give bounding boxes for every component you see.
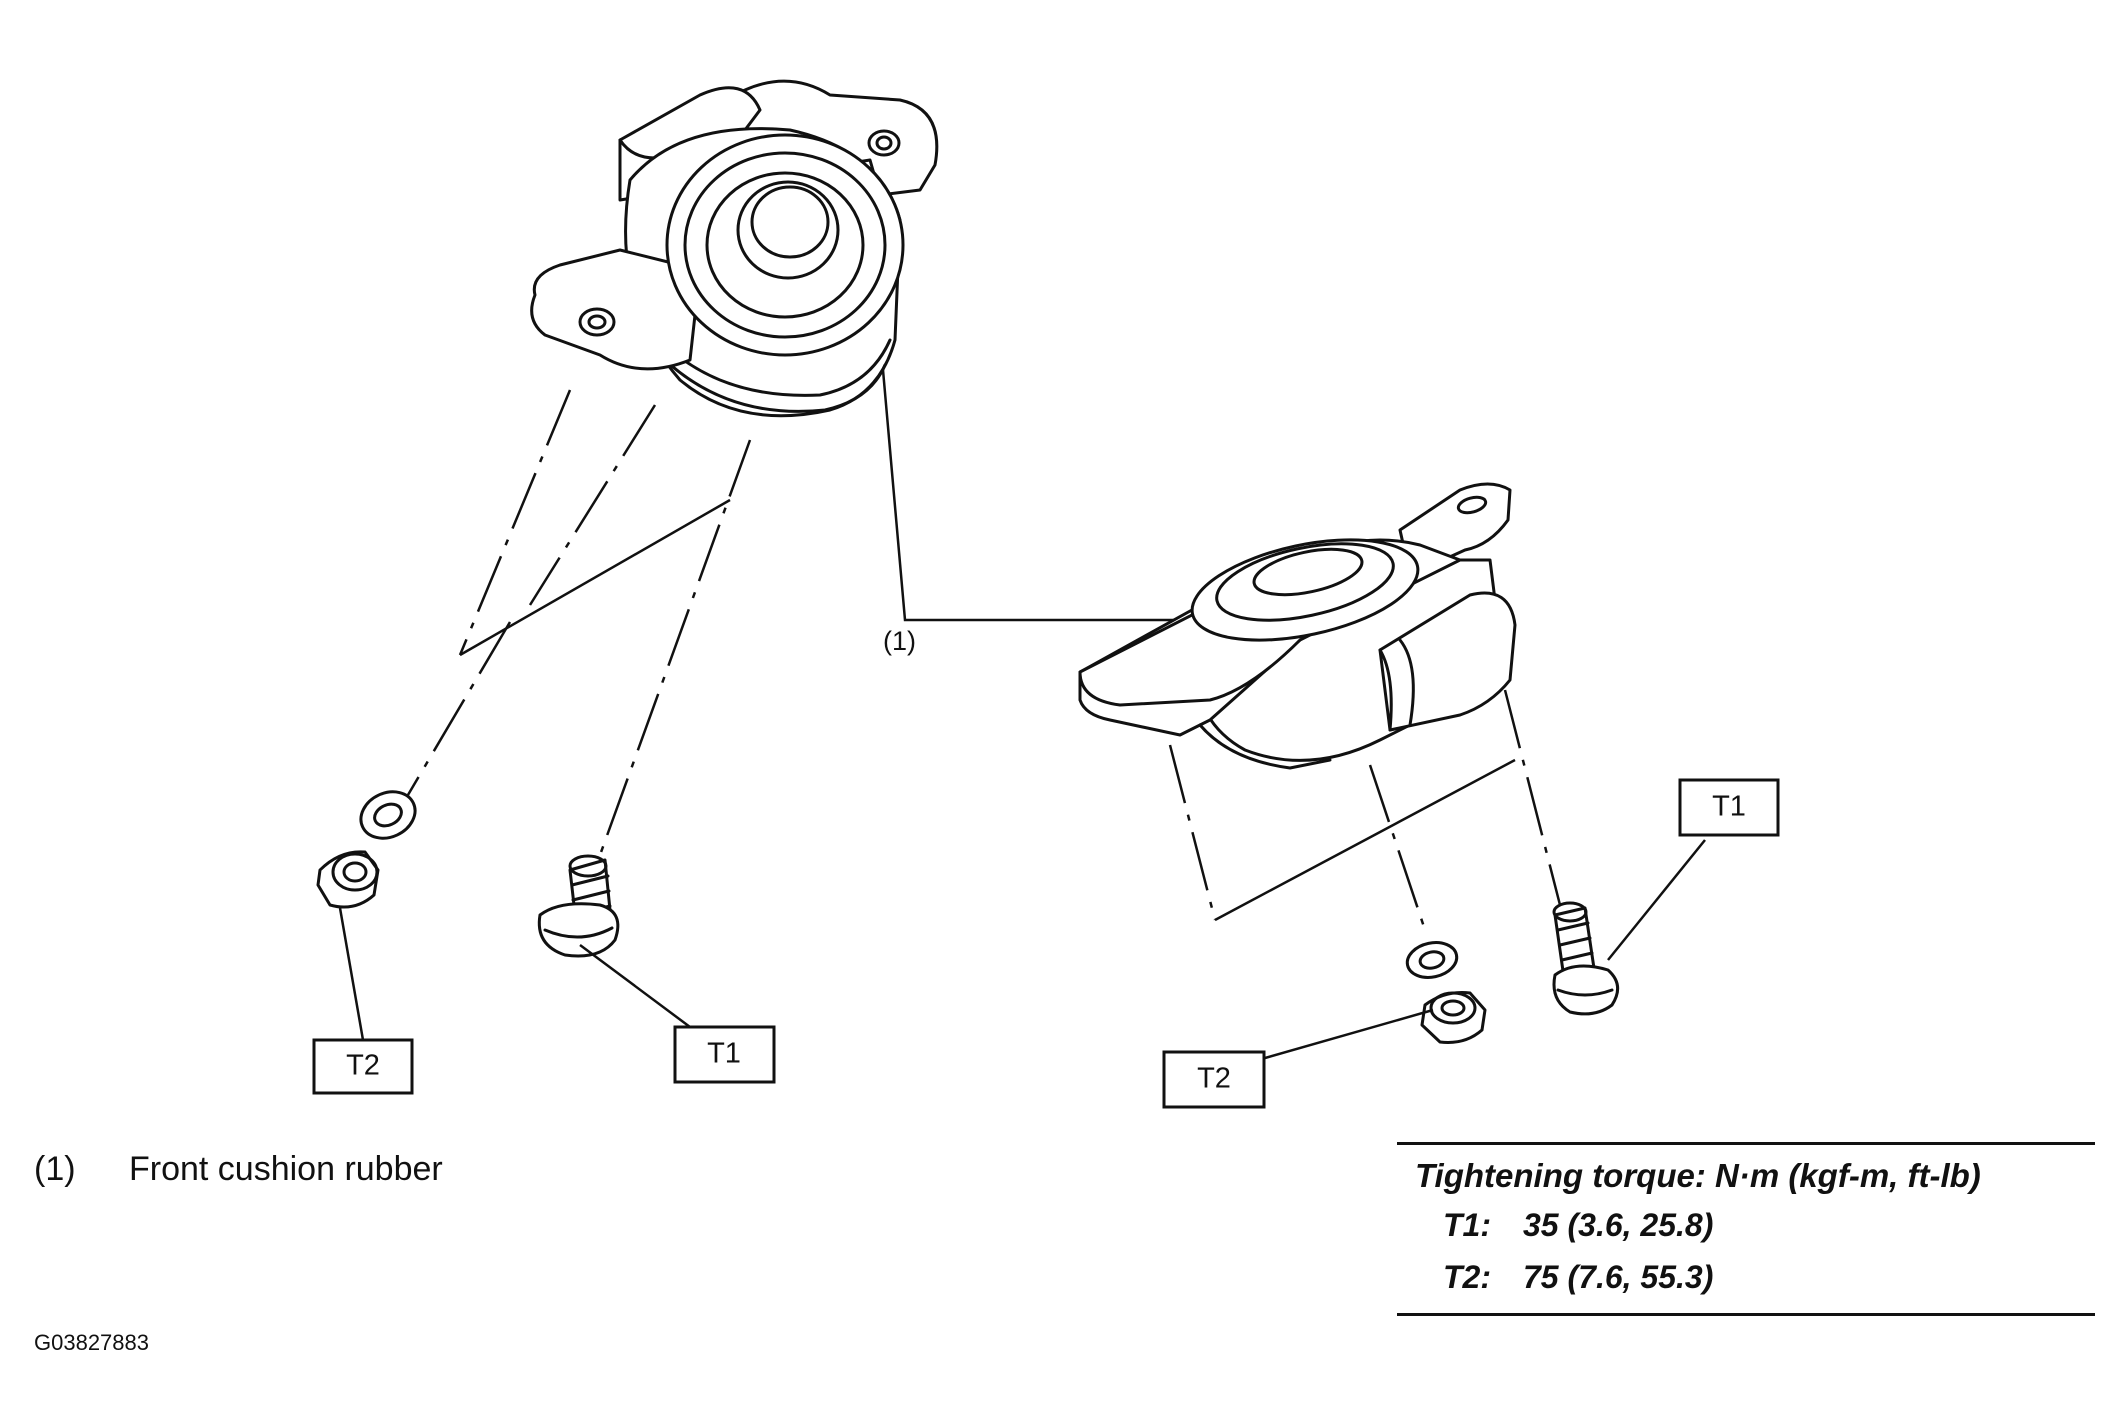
callout-left-t2: T2	[312, 1038, 414, 1095]
washer-left	[359, 790, 417, 840]
callout-label: T1	[1712, 791, 1746, 823]
callout-right-t1: T1	[1678, 778, 1780, 837]
callout-right-t2: T2	[1162, 1050, 1266, 1109]
torque-row: T2: 75 (7.6, 55.3)	[1397, 1251, 2095, 1303]
torque-row: T1: 35 (3.6, 25.8)	[1397, 1199, 2095, 1251]
nut-right	[1420, 991, 1487, 1044]
front-cushion-rubber-lower	[1078, 482, 1517, 770]
callout-left-t1: T1	[673, 1025, 776, 1084]
washer-right	[1405, 941, 1459, 979]
torque-table: Tightening torque: N·m (kgf-m, ft-lb) T1…	[1397, 1142, 2095, 1316]
bolt-right	[1552, 901, 1620, 1016]
guide-lines-upper	[403, 369, 1175, 856]
figure-id: G03827883	[34, 1330, 149, 1355]
legend-text: Front cushion rubber	[129, 1150, 443, 1188]
callout-label: T2	[346, 1050, 380, 1082]
torque-value: 35 (3.6, 25.8)	[1523, 1207, 1714, 1243]
callout-label: T2	[1197, 1063, 1231, 1095]
nut-left	[316, 850, 380, 909]
part-1-callout: (1)	[883, 626, 916, 656]
torque-value: 75 (7.6, 55.3)	[1523, 1259, 1714, 1295]
bolt-left	[537, 854, 620, 958]
torque-key: T1:	[1443, 1207, 1491, 1243]
leader-lines	[338, 839, 1706, 1060]
guide-lines-lower	[1168, 689, 1562, 931]
legend-number: (1)	[34, 1150, 76, 1188]
callout-label: T1	[707, 1038, 741, 1070]
torque-key: T2:	[1443, 1259, 1491, 1295]
front-cushion-rubber-upper	[530, 79, 939, 418]
parts-legend: (1) Front cushion rubber	[34, 1150, 443, 1189]
torque-title: Tightening torque: N·m (kgf-m, ft-lb)	[1415, 1157, 1981, 1194]
